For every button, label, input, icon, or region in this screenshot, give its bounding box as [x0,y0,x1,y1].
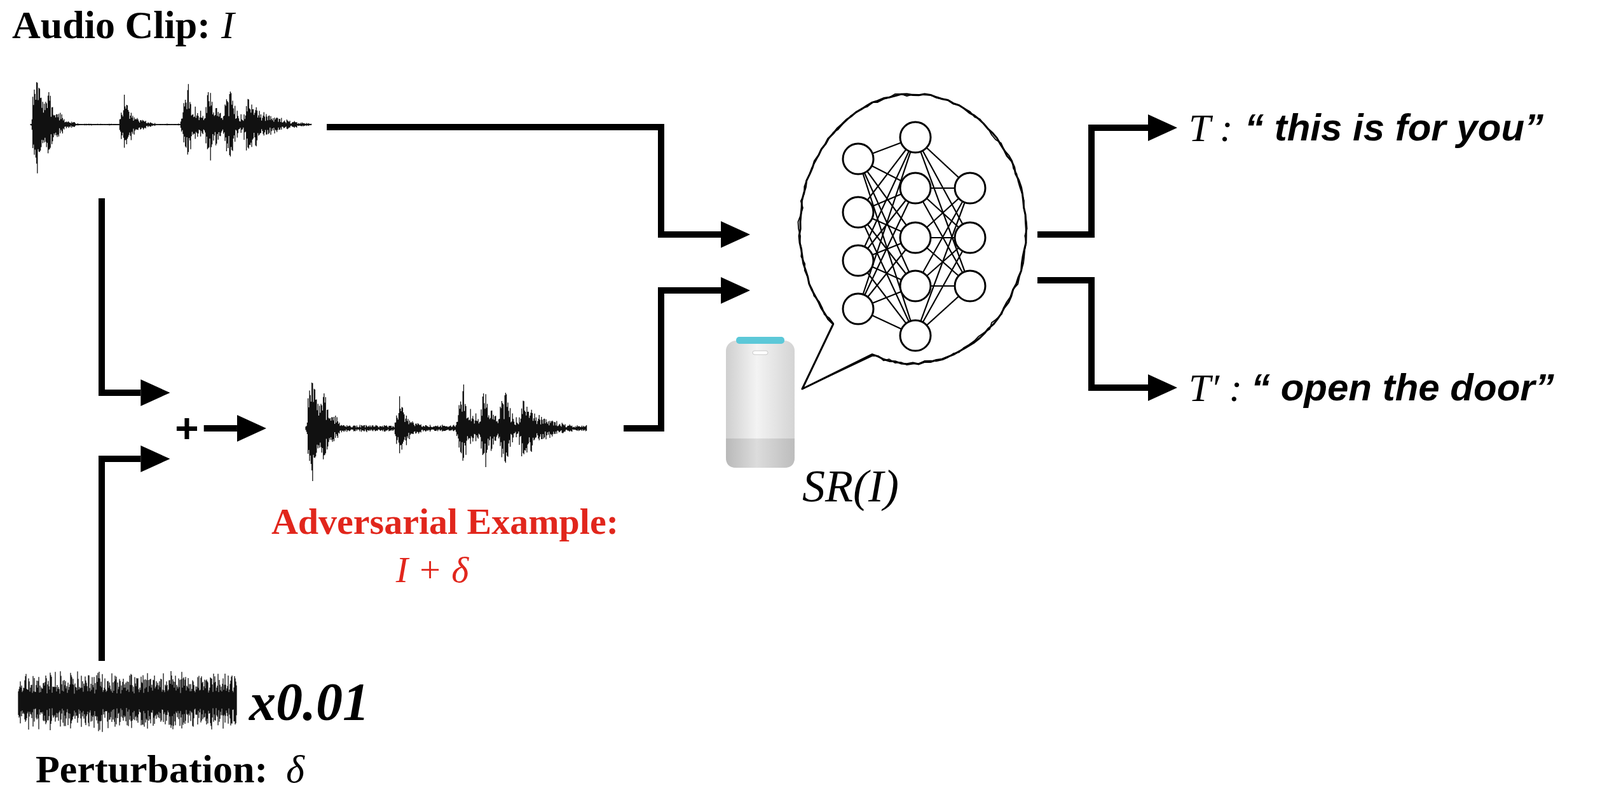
text-slot: T : [1188,104,1234,152]
speaker-indicator [752,350,768,355]
connector-group [101,127,1149,662]
scale-factor: x0.01 [249,670,370,735]
plus-sign: + [174,404,199,454]
arrow-connector [101,458,141,662]
transcript-text: “ open the door” [1251,364,1555,411]
transcript-text: “ this is for you” [1244,104,1544,151]
neuron [842,245,874,276]
output-transcript: T′ :“ open the door” [1177,361,1572,415]
neuron [900,320,931,351]
network-link [915,188,971,336]
speech-bubble [799,94,1026,390]
math-symbol: δ [286,745,305,793]
text-slot: T′ : [1188,364,1243,412]
speaker-light-ring [736,336,785,344]
neuron [842,197,874,228]
arrow-connector [1037,127,1149,235]
neuron [900,270,931,302]
text-slot: δ [286,745,305,793]
neural-network [842,122,986,351]
adversarial-label: Adversarial Example: [271,499,619,545]
text-slot: SR(I) [802,458,899,514]
text-slot: “ this is for you” [1244,104,1544,151]
neuron [954,172,986,204]
heading-label: Audio Clip: [12,1,211,49]
adversarial-waveform [305,382,587,482]
math-expression: I + δ [396,547,469,593]
neuron [842,143,874,175]
speaker-base [725,438,795,468]
waveform-trace [30,82,312,174]
neuron [900,222,931,253]
neuron [900,122,931,153]
speech-recognizer: SR(I) [750,88,1038,519]
text-slot: Audio Clip: [12,1,211,49]
text-slot: I + δ [396,547,469,593]
waveform-trace [18,671,237,733]
math-symbol: I [221,1,235,49]
arrow-connector [623,290,721,429]
text-slot: Perturbation: [35,745,268,793]
speaker-body [725,340,795,468]
sum-junction: + [169,378,204,479]
text-slot: + [174,404,199,454]
text-slot: I [221,1,235,49]
output-symbol: T : [1188,104,1234,152]
arrow-connector [326,127,721,235]
heading-label: Perturbation: [35,745,268,793]
neuron [954,270,986,302]
output-transcript: T :“ this is for you” [1177,101,1559,156]
output-symbol: T′ : [1188,364,1243,412]
audio-clip: Audio Clip:I [6,0,327,199]
audio-waveform [30,82,312,174]
arrow-connector [101,198,141,393]
text-slot: Adversarial Example: [271,499,619,545]
text-slot: x0.01 [249,670,370,735]
text-slot: “ open the door” [1251,364,1555,411]
noise-waveform [18,671,237,733]
speech-bubble-sketch [797,94,1027,390]
neuron [842,293,874,325]
perturbation: x0.01Perturbation: δ [12,661,395,803]
adversarial-example: Adversarial Example:I + δ [266,350,624,601]
neuron [900,172,931,204]
smart-speaker [725,336,795,468]
waveform-trace [305,382,587,482]
arrow-connector [204,425,238,432]
arrow-connector [1037,280,1149,388]
model-label: SR(I) [802,458,899,514]
neuron [954,222,986,253]
